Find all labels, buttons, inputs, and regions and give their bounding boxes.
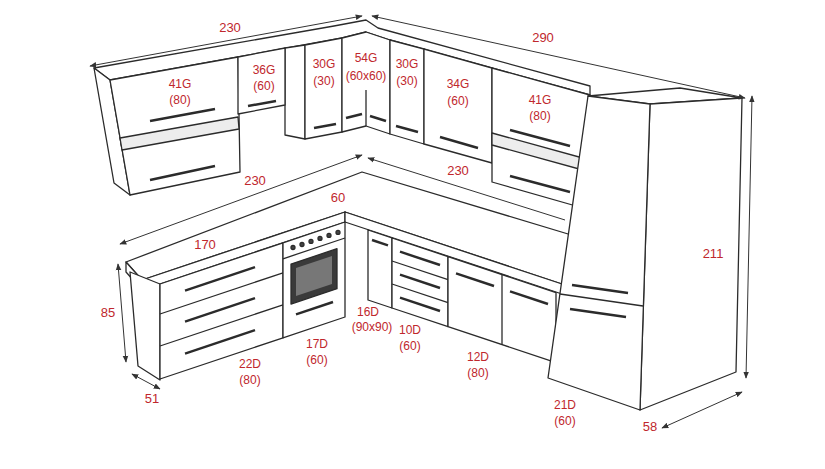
handle xyxy=(185,330,255,353)
dimension-line xyxy=(132,374,160,389)
dimension-line xyxy=(368,158,565,220)
cabinet-front xyxy=(305,38,342,139)
dimension-label: 16D xyxy=(356,306,380,318)
handle xyxy=(396,126,418,132)
dimension-line xyxy=(120,155,362,244)
oven-window xyxy=(291,249,337,304)
handle xyxy=(370,116,386,121)
handle xyxy=(314,124,336,128)
dimension-label: 30G xyxy=(312,58,337,70)
cabinet-front xyxy=(390,40,424,144)
dimension-label: (60) xyxy=(553,415,576,427)
dimension-label: 58 xyxy=(642,420,658,433)
dimension-label: (80) xyxy=(466,367,489,379)
cabinet-front xyxy=(548,96,650,410)
door-edge xyxy=(560,294,643,306)
dimension-label: (30) xyxy=(395,75,418,87)
dimension-label: 36G xyxy=(252,64,277,76)
cabinet-front xyxy=(110,57,240,195)
drawer-cabinet xyxy=(160,243,283,379)
handle xyxy=(346,114,362,118)
dimension-label: (80) xyxy=(238,374,261,386)
handle xyxy=(296,302,333,314)
door-edge xyxy=(365,90,366,126)
dimension-label: 230 xyxy=(446,164,470,177)
dimension-label: (80) xyxy=(168,94,191,106)
dimension-label: 34G xyxy=(446,78,471,90)
dimension-label: (60) xyxy=(252,80,275,92)
handle xyxy=(510,130,570,146)
dimension-label: 60 xyxy=(330,191,346,204)
dimension-label: 12D xyxy=(466,351,490,363)
dimension-label: 41G xyxy=(528,94,553,106)
cabinet-side xyxy=(285,45,305,139)
handle xyxy=(248,101,276,106)
handle xyxy=(400,252,440,265)
dimension-label: 22D xyxy=(238,358,262,370)
door-cabinet xyxy=(448,257,556,363)
handle xyxy=(150,109,215,121)
dimension-line xyxy=(372,16,745,98)
dimension-label: (60) xyxy=(446,95,469,107)
dimension-label: 30G xyxy=(395,58,420,70)
oven-knob xyxy=(291,246,295,250)
dimension-label: (60x60) xyxy=(345,70,388,82)
oven-cabinet xyxy=(283,222,345,338)
handle xyxy=(570,309,626,317)
dimension-label: 211 xyxy=(702,247,725,260)
handle xyxy=(372,240,388,245)
corner-cabinet xyxy=(342,32,390,134)
handle xyxy=(440,137,478,148)
dimension-line xyxy=(746,96,752,378)
dimension-label: (60) xyxy=(305,354,328,366)
oven-knob xyxy=(300,243,304,247)
dimension-label: 290 xyxy=(531,31,555,44)
dimension-label: 230 xyxy=(218,21,242,34)
cabinet-front xyxy=(424,49,492,163)
handle xyxy=(400,298,440,311)
handle xyxy=(456,273,494,286)
cabinet-side xyxy=(640,98,742,410)
dimension-line xyxy=(662,392,742,428)
dimension-label: 54G xyxy=(354,52,379,64)
dimension-label: 10D xyxy=(398,324,422,336)
handle xyxy=(510,291,548,304)
cabinet-front xyxy=(238,48,285,114)
open-shelf xyxy=(120,117,239,150)
handle xyxy=(185,298,255,321)
dimension-label: (60) xyxy=(398,340,421,352)
door-edge xyxy=(501,275,502,345)
oven-knob xyxy=(336,230,340,234)
oven-knob xyxy=(318,236,322,240)
dimension-label: 17D xyxy=(305,338,329,350)
drawer-edge xyxy=(160,305,283,346)
drawer-cabinet xyxy=(392,238,448,327)
handle xyxy=(572,285,628,293)
handle xyxy=(185,267,255,290)
dimension-line xyxy=(118,264,126,362)
handle xyxy=(510,176,570,192)
dimension-label: (30) xyxy=(312,75,335,87)
dimension-label: 51 xyxy=(144,392,160,405)
dimension-label: 230 xyxy=(243,174,267,187)
oven-knob xyxy=(309,239,313,243)
tall-cabinet xyxy=(548,88,742,410)
dimension-label: 21D xyxy=(553,399,577,411)
handle xyxy=(400,275,440,288)
dimension-label: (80) xyxy=(528,110,551,122)
dimension-label: (90x90) xyxy=(351,321,394,333)
handle xyxy=(150,166,215,180)
dimension-label: 85 xyxy=(100,306,116,319)
corner-door xyxy=(368,230,392,308)
dimension-label: 41G xyxy=(168,78,193,90)
cabinet-side xyxy=(130,272,160,380)
dimension-label: 170 xyxy=(193,238,217,251)
lower-cabinets xyxy=(126,172,588,380)
dimension-lines xyxy=(90,16,752,428)
oven-knob xyxy=(327,233,331,237)
oven-glass xyxy=(296,256,332,296)
